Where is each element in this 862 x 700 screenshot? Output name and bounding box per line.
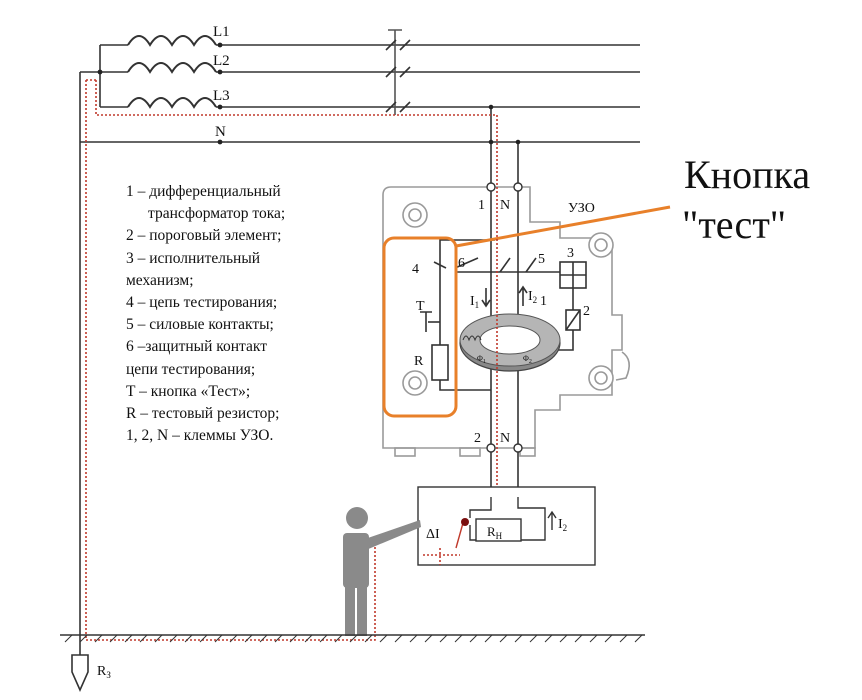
element-2-label: 2 (583, 304, 590, 319)
legend-item: механизм; (126, 271, 194, 289)
legend-item: 1, 2, N – клеммы УЗО. (126, 427, 274, 445)
callout-line-1: Кнопка (684, 152, 811, 197)
legend-item: цепи тестирования; (126, 360, 256, 378)
ground-r3-label: RЗ (97, 664, 111, 680)
delta-i-label: ΔI (426, 527, 440, 542)
label-l3: L3 (213, 88, 230, 104)
line-dots (97, 42, 223, 145)
flux-phi1-label: Φ1 (477, 354, 486, 365)
terminal-n-bottom-label: N (500, 431, 510, 446)
label-l1: L1 (213, 24, 230, 40)
test-button-highlight (382, 236, 458, 418)
junction-dots (488, 104, 521, 145)
legend-item: 5 – силовые контакты; (126, 316, 274, 334)
leakage-current-path (85, 79, 498, 641)
legend-item: 3 – исполнительный (126, 249, 261, 267)
flux-phi2-label: Φ2 (523, 354, 532, 365)
load-i2-label: I2 (558, 517, 567, 533)
callout: Кнопка "тест" (682, 150, 811, 250)
callout-pointer (455, 205, 671, 248)
ground (60, 634, 645, 692)
supply-lines (79, 29, 640, 635)
element-3-label: 3 (567, 246, 574, 261)
callout-line-2: "тест" (682, 202, 787, 247)
terminal-n-top-label: N (500, 198, 510, 213)
load-box (417, 486, 596, 566)
ground-electrode-icon (71, 654, 89, 692)
load-rn-label: RН (487, 524, 503, 541)
element-4-label: 4 (412, 262, 419, 277)
coil-l3 (127, 97, 217, 109)
element-5-label: 5 (538, 252, 545, 267)
element-1-label: 1 (540, 294, 547, 309)
legend-item: 6 –защитный контакт (126, 338, 267, 356)
legend: 1 – дифференциальный трансформатор тока; 2… (126, 181, 285, 447)
person-icon (343, 507, 421, 636)
fault-point (461, 518, 469, 526)
coil-l2 (127, 62, 217, 74)
terminal-2-label: 2 (474, 431, 481, 446)
toroid-transformer (459, 313, 561, 372)
terminal-1-label: 1 (478, 198, 485, 213)
test-button-t-label: T (416, 299, 425, 314)
test-resistor-r-label: R (414, 354, 424, 369)
element-6-label: 6 (458, 256, 465, 271)
coil-l1 (127, 35, 217, 47)
legend-item: трансформатор тока; (148, 205, 286, 223)
legend-item: 1 – дифференциальный (126, 183, 281, 200)
current-i2-label: I2 (528, 289, 537, 305)
legend-item: R – тестовый резистор; (126, 405, 280, 423)
legend-item: T – кнопка «Тест»; (126, 382, 251, 400)
current-i1-label: I1 (470, 294, 479, 310)
rcd-internal-wiring (420, 107, 587, 487)
legend-item: 4 – цепь тестирования; (126, 294, 278, 312)
label-n: N (215, 124, 226, 140)
legend-item: 2 – пороговый элемент; (126, 227, 282, 245)
label-l2: L2 (213, 53, 230, 69)
rcd-label: УЗО (568, 201, 595, 216)
